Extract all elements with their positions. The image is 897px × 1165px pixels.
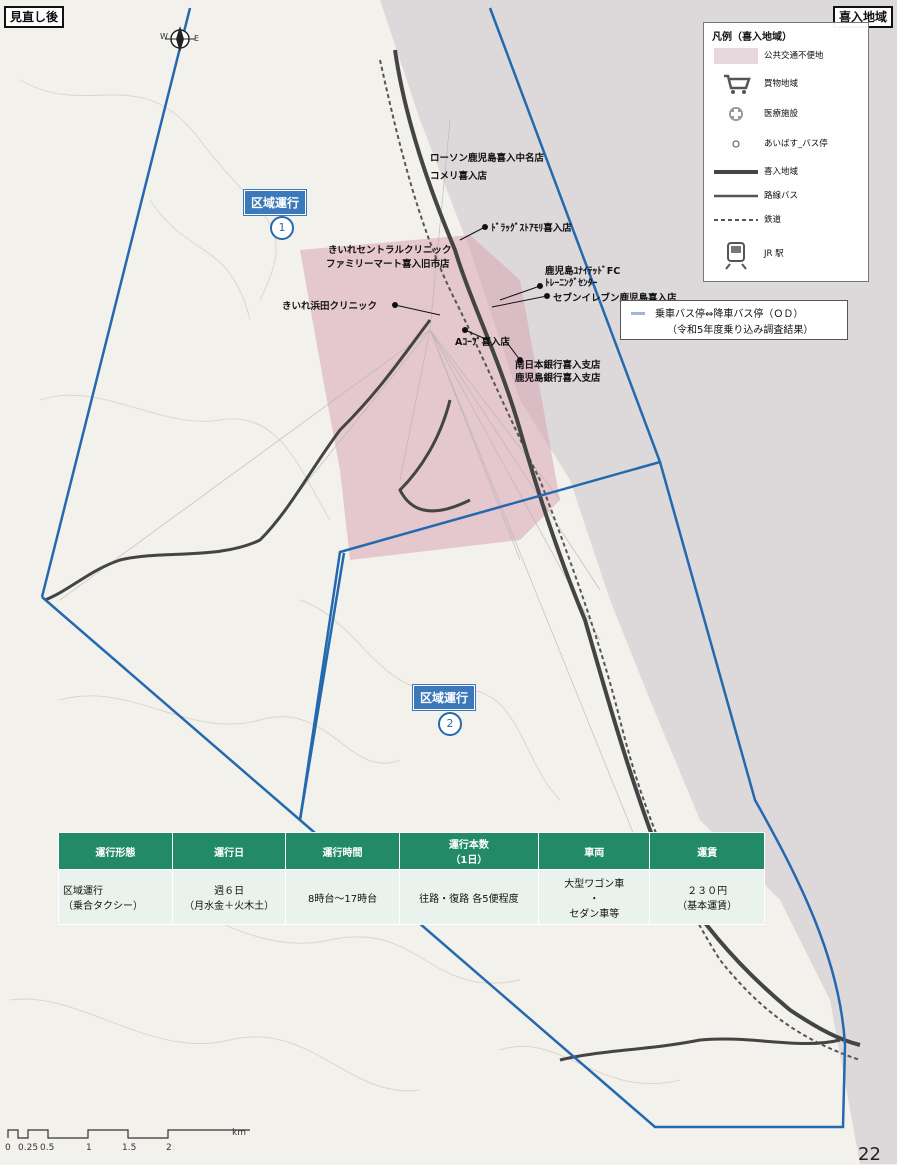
poi-united-fc: 鹿児島ﾕﾅｲﾃｯﾄﾞFC	[545, 266, 621, 277]
legend-item-area-route: 喜入地域	[704, 161, 868, 183]
cell-operation-hours: 8時台～17時台	[285, 869, 400, 925]
header-operation-hours: 運行時間	[285, 832, 400, 870]
poi-familymart: ファミリーマート喜入旧市店	[326, 259, 450, 270]
medical-cross-icon	[729, 107, 743, 121]
legend-item-shopping: 買物地域	[704, 69, 868, 97]
poi-komeri: コメリ喜入店	[430, 171, 488, 182]
legend-item-railway: 鉄道	[704, 209, 868, 231]
railway-line	[379, 59, 861, 1061]
zone-2-badge: 区域運行	[413, 685, 476, 710]
scale-tick-2: 2	[166, 1143, 172, 1153]
zone-2-boundary	[41, 461, 847, 1129]
route-bus-icon	[714, 194, 758, 198]
legend-item-jr-station: JR 駅	[704, 237, 868, 271]
legend-title: 凡例（喜入地域）	[712, 32, 792, 43]
shaded-area-icon	[714, 48, 758, 64]
header-operation-type: 運行形態	[58, 832, 173, 870]
shopping-cart-icon	[724, 74, 751, 94]
poi-lawson: ローソン鹿児島喜入中名店	[430, 153, 545, 164]
od-line-icon	[631, 312, 645, 315]
cell-operation-type: 区域運行 （乗合タクシー）	[58, 869, 173, 925]
route-thick-icon	[714, 170, 758, 174]
service-area-pink	[300, 235, 560, 560]
scale-tick-025: 0.25	[18, 1143, 39, 1153]
table-header-row: 運行形態 運行日 運行時間 運行本数 （1日） 車両 運賃	[58, 832, 765, 870]
corner-label-left: 見直し後	[4, 6, 65, 28]
jr-station-icon	[725, 242, 747, 270]
table-row: 区域運行 （乗合タクシー） 週６日 （月水金＋火木土） 8時台～17時台 往路・…	[58, 869, 765, 925]
cell-vehicle: 大型ワゴン車 ・ セダン車等	[538, 869, 651, 925]
cell-trips-per-day: 往路・復路 各5便程度	[398, 869, 540, 925]
cell-fare: ２３０円 （基本運賃）	[649, 869, 765, 925]
bus-stop-icon	[732, 140, 740, 148]
service-table: 運行形態 運行日 運行時間 運行本数 （1日） 車両 運賃 区域運行 （乗合タク…	[58, 832, 765, 925]
legend-item-medical: 医療施設	[704, 103, 868, 125]
zone-1-boundary	[40, 7, 662, 821]
scale-bar	[7, 1129, 250, 1139]
poi-seven-eleven: セブンイレブン鹿児島喜入店	[553, 293, 677, 304]
scale-tick-15: 1.5	[122, 1143, 137, 1153]
legend-item-bus-stop: あいばす_バス停	[704, 133, 868, 155]
poi-clinic-central: きいれセントラルクリニック	[328, 245, 452, 256]
compass-east-label: E	[194, 34, 200, 43]
legend-item-bus-route: 路線バス	[704, 185, 868, 207]
poi-hamada-clinic: きいれ浜田クリニック	[282, 301, 378, 312]
main-route	[393, 49, 861, 1047]
scale-tick-05: 0.5	[40, 1143, 55, 1153]
legend-item-unserved-area: 公共交通不便地	[704, 45, 868, 67]
header-trips-per-day: 運行本数 （1日）	[398, 832, 540, 870]
poi-acoop: Aｺｰﾌﾟ喜入店	[455, 337, 510, 348]
page-number: 22	[858, 1144, 881, 1165]
od-legend-line1: 乗車バス停⇔降車バス停（ＯＤ）	[655, 309, 804, 320]
scale-tick-0: 0	[5, 1143, 11, 1153]
header-vehicle: 車両	[538, 832, 651, 870]
scale-unit: km	[232, 1128, 246, 1138]
header-operation-days: 運行日	[171, 832, 287, 870]
cell-operation-days: 週６日 （月水金＋火木土）	[171, 869, 287, 925]
zone-2-number: 2	[438, 712, 462, 736]
poi-training-center: ﾄﾚｰﾆﾝｸﾞｾﾝﾀｰ	[545, 278, 598, 289]
compass-west-label: W	[160, 32, 168, 41]
od-legend-line2: （令和5年度乗り込み調査結果）	[667, 325, 814, 336]
poi-drugstore: ﾄﾞﾗｯｸﾞｽﾄｱﾓﾘ喜入店	[491, 223, 572, 234]
header-fare: 運賃	[649, 832, 765, 870]
map-legend: 凡例（喜入地域） 公共交通不便地 買物地域 医療施設 あいばす_バス停 喜入地域	[703, 22, 869, 282]
od-legend: 乗車バス停⇔降車バス停（ＯＤ） （令和5年度乗り込み調査結果）	[620, 300, 848, 340]
poi-kagoshima-bank: 鹿児島銀行喜入支店	[515, 373, 601, 384]
poi-minaminippon-bank: 南日本銀行喜入支店	[515, 360, 601, 371]
railway-icon	[714, 219, 758, 221]
zone-1-badge: 区域運行	[244, 190, 307, 215]
scale-tick-1: 1	[86, 1143, 92, 1153]
zone-1-number: 1	[270, 216, 294, 240]
